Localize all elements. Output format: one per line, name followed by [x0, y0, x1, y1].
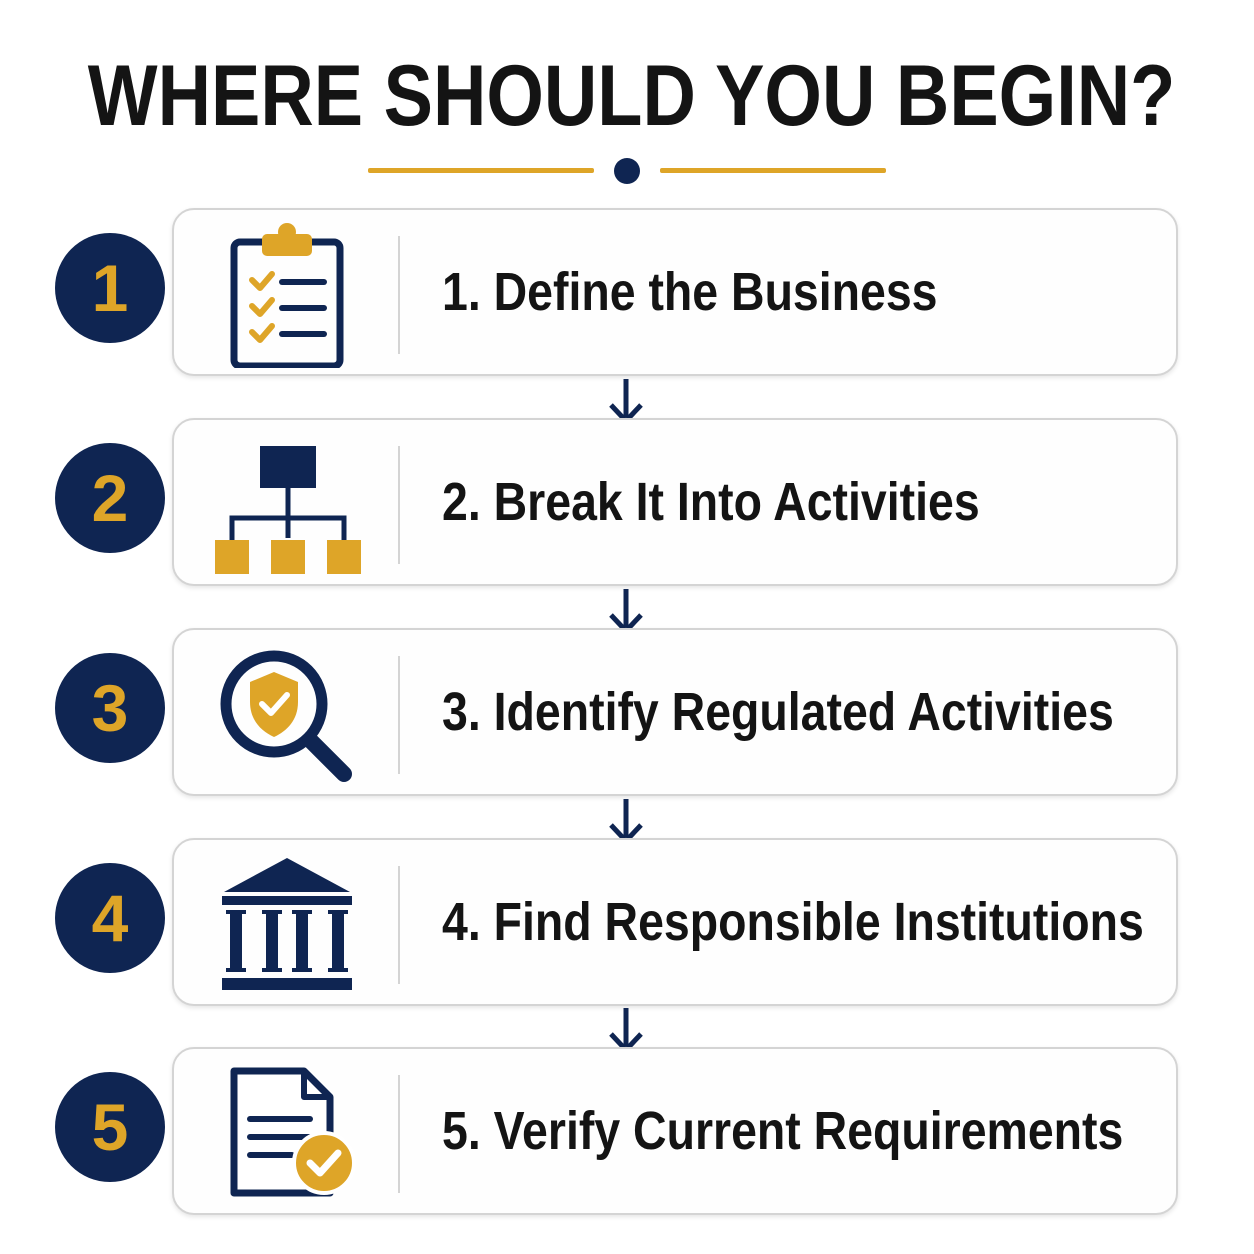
- card-separator: [398, 236, 400, 354]
- step-card: 2. Break It Into Activities: [172, 418, 1178, 586]
- step-2: 2 2. Break It Into Activities: [0, 418, 1254, 588]
- step-card: 4. Find Responsible Institutions: [172, 838, 1178, 1006]
- step-5: 5 5. Verify Current Requirements: [0, 1047, 1254, 1217]
- card-separator: [398, 656, 400, 774]
- step-4: 4 4. Find Responsible Institu: [0, 838, 1254, 1008]
- clipboard-checklist-icon: [212, 218, 362, 368]
- step-label: 3. Identify Regulated Activities: [442, 682, 1114, 742]
- magnifier-shield-check-icon: [212, 638, 362, 788]
- card-separator: [398, 866, 400, 984]
- institution-building-icon: [212, 848, 362, 998]
- step-number-badge: 5: [55, 1072, 165, 1182]
- step-label: 1. Define the Business: [442, 262, 938, 322]
- step-number-badge: 2: [55, 443, 165, 553]
- step-card: 5. Verify Current Requirements: [172, 1047, 1178, 1215]
- step-number-badge: 4: [55, 863, 165, 973]
- org-chart-hierarchy-icon: [212, 428, 362, 578]
- card-separator: [398, 1075, 400, 1193]
- step-number-badge: 1: [55, 233, 165, 343]
- step-label: 2. Break It Into Activities: [442, 472, 980, 532]
- step-3: 3 3. Identify Regulated Activities: [0, 628, 1254, 798]
- divider-line-right: [660, 168, 886, 173]
- step-label: 4. Find Responsible Institutions: [442, 892, 1144, 952]
- step-1: 1 1. Define the Business: [0, 208, 1254, 378]
- divider-line-left: [368, 168, 594, 173]
- step-number-badge: 3: [55, 653, 165, 763]
- divider-dot: [614, 158, 640, 184]
- title-divider: [368, 155, 888, 185]
- step-card: 3. Identify Regulated Activities: [172, 628, 1178, 796]
- page-title: WHERE SHOULD YOU BEGIN?: [87, 48, 1176, 144]
- step-card: 1. Define the Business: [172, 208, 1178, 376]
- card-separator: [398, 446, 400, 564]
- step-label: 5. Verify Current Requirements: [442, 1101, 1124, 1161]
- document-check-icon: [212, 1057, 362, 1207]
